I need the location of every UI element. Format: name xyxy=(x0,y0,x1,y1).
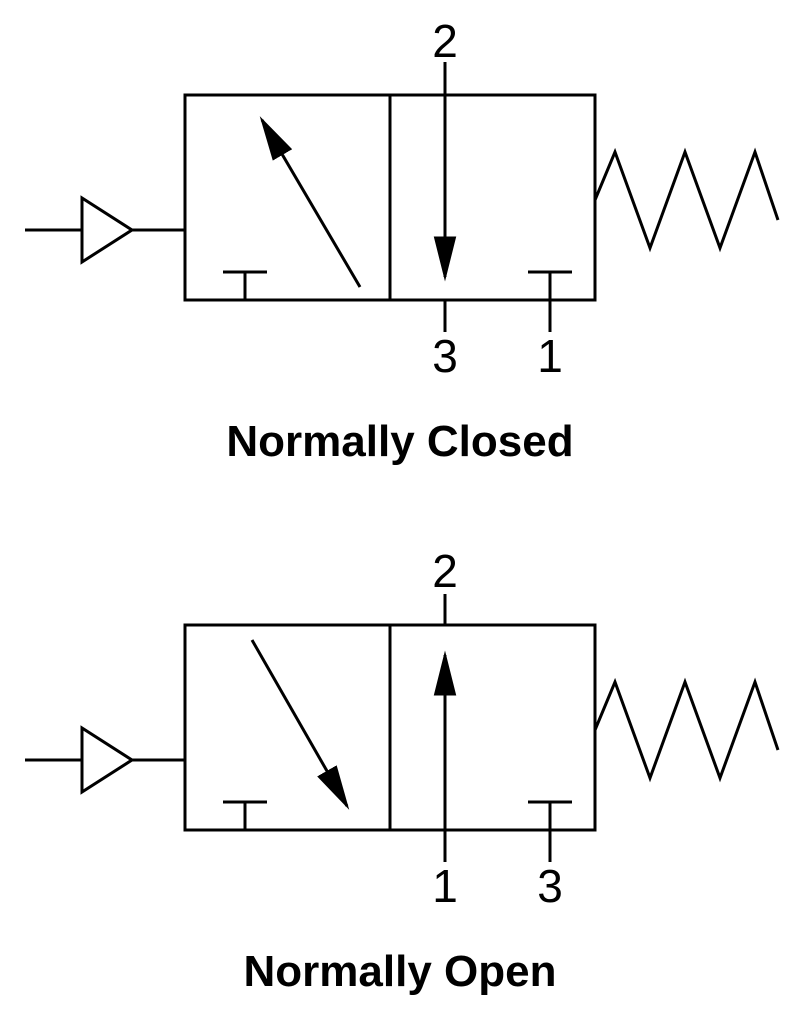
port-label-2: 2 xyxy=(432,545,458,597)
diagram-title-normally-closed: Normally Closed xyxy=(226,417,573,466)
diagonal-flow-arrow xyxy=(259,116,362,288)
valve-normally-open: 2 1 3 Normally Open xyxy=(25,545,780,996)
diagram-title-normally-open: Normally Open xyxy=(244,947,557,996)
diagonal-flow-arrow xyxy=(250,639,350,810)
port-label-2: 2 xyxy=(432,15,458,67)
spring-return-icon xyxy=(593,677,780,783)
manual-actuator-icon xyxy=(80,195,135,265)
port-label-3: 3 xyxy=(537,860,563,912)
spring-return-icon xyxy=(593,147,780,253)
port-label-1: 1 xyxy=(537,330,563,382)
valve-normally-closed: 2 3 1 Normally Closed xyxy=(25,15,780,466)
port-label-3: 3 xyxy=(432,330,458,382)
port-label-1: 1 xyxy=(432,860,458,912)
manual-actuator-icon xyxy=(80,725,135,795)
